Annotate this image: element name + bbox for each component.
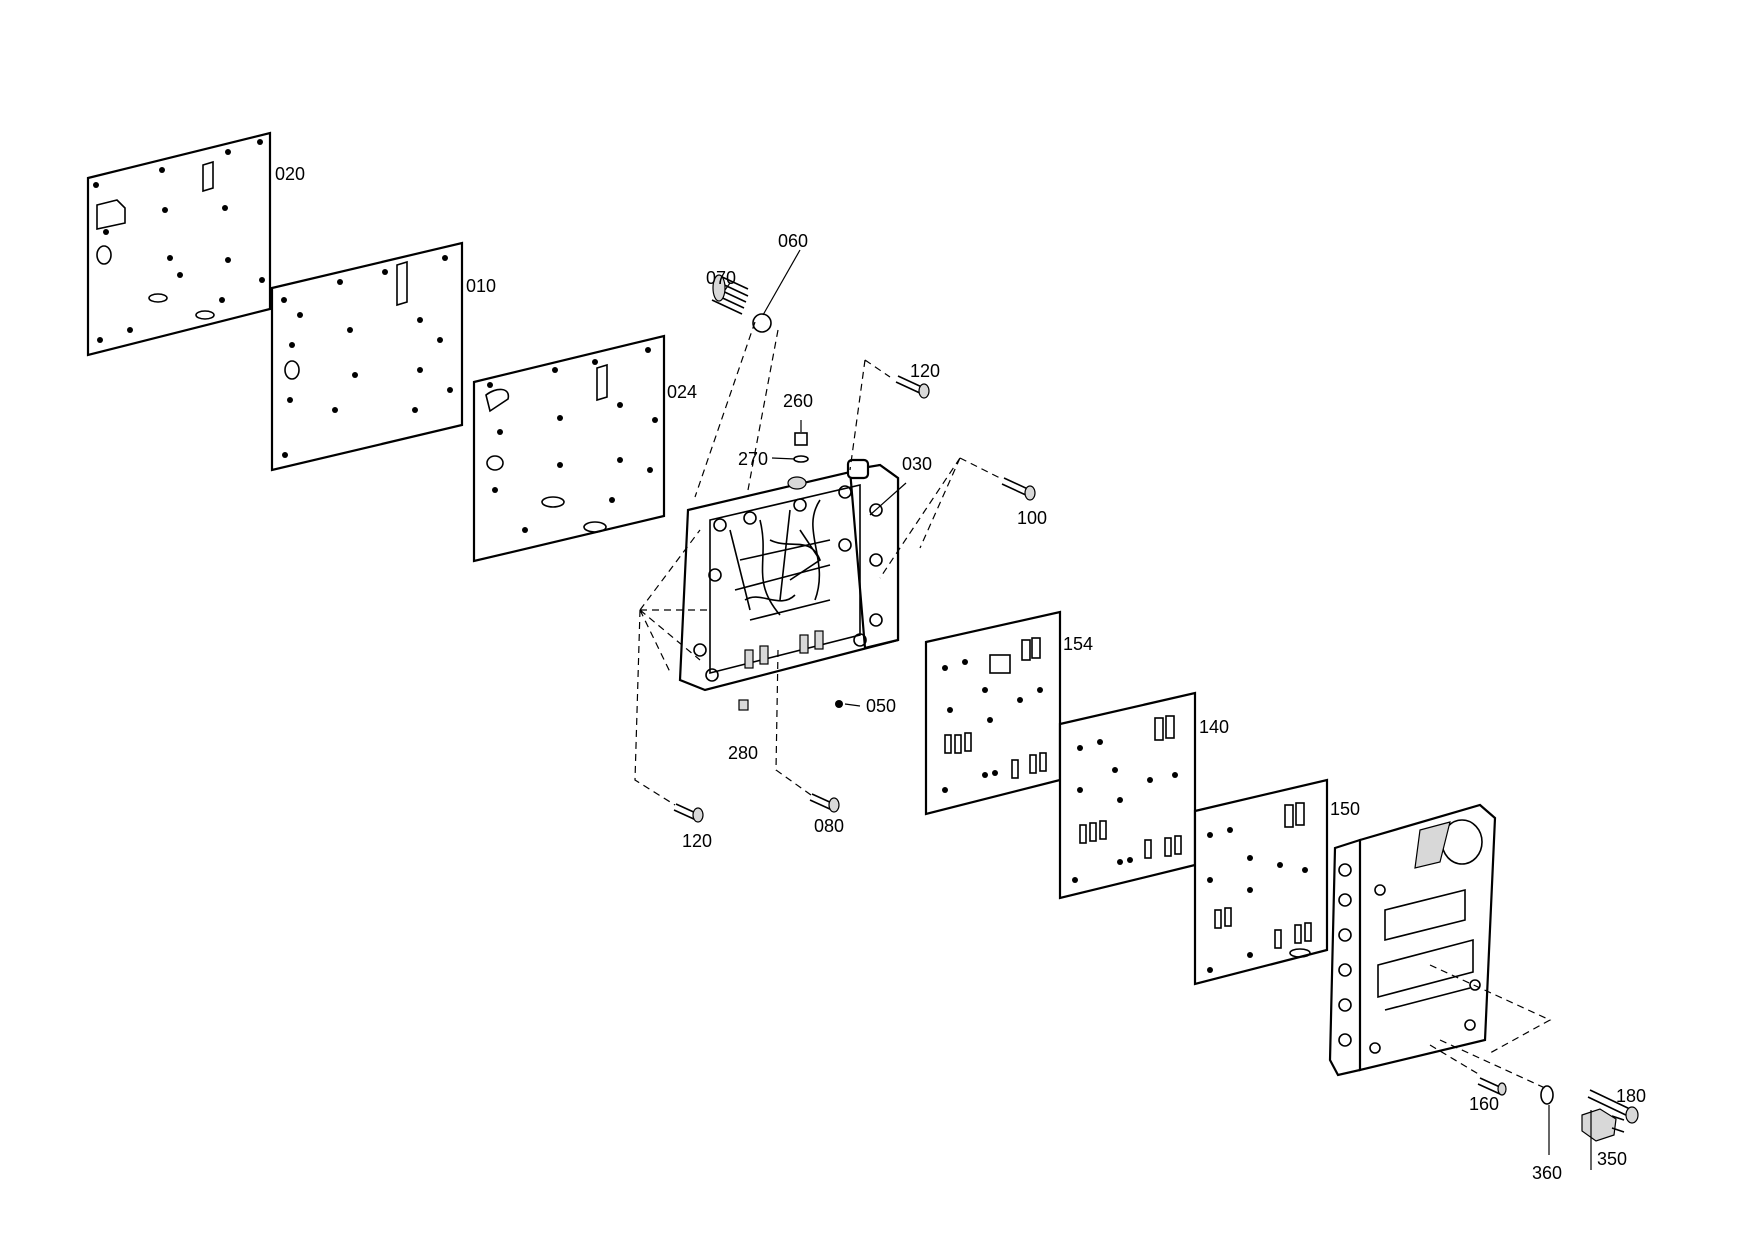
callout-020: 020 [275,164,305,184]
bolt-120-bottom [673,803,704,823]
callout-030: 030 [902,454,932,474]
plate-020 [86,131,272,357]
callout-100: 100 [1017,508,1047,528]
ring-360 [1540,1085,1554,1105]
plug-350 [1581,1108,1625,1142]
housing [1328,803,1497,1077]
callout-260: 260 [783,391,813,411]
plug-280 [738,699,749,711]
bolt-180 [1587,1089,1639,1124]
callout-360: 360 [1532,1163,1562,1183]
valve-body-030 [678,458,900,692]
plate-024 [472,334,666,563]
seal-270 [793,455,809,463]
leader-lines [724,249,1592,1170]
bolt-160 [1477,1077,1507,1096]
callout-labels: 020 010 024 070 060 120 260 270 030 100 … [275,164,1646,1183]
callout-270: 270 [738,449,768,469]
callout-120-bottom: 120 [682,831,712,851]
callout-140: 140 [1199,717,1229,737]
callout-350: 350 [1597,1149,1627,1169]
callout-060: 060 [778,231,808,251]
callout-280: 280 [728,743,758,763]
spring-070 [711,274,749,315]
callout-070: 070 [706,268,736,288]
callout-024: 024 [667,382,697,402]
callout-010: 010 [466,276,496,296]
callout-150: 150 [1330,799,1360,819]
callout-154: 154 [1063,634,1093,654]
plate-140 [1058,691,1197,900]
assembly-lines [634,321,1552,1089]
seat-ring [787,476,807,490]
bolt-100 [1001,477,1036,501]
callout-120-top: 120 [910,361,940,381]
callout-160: 160 [1469,1094,1499,1114]
plate-010 [270,241,464,472]
plate-150 [1193,778,1329,986]
plate-154 [924,610,1062,816]
plug-260 [794,420,808,446]
plug-050 [835,700,843,708]
callout-080: 080 [814,816,844,836]
callout-180: 180 [1616,1086,1646,1106]
bolt-080 [809,793,840,813]
bolt-120-top [895,375,930,399]
callout-050: 050 [866,696,896,716]
ball-060 [752,313,772,333]
